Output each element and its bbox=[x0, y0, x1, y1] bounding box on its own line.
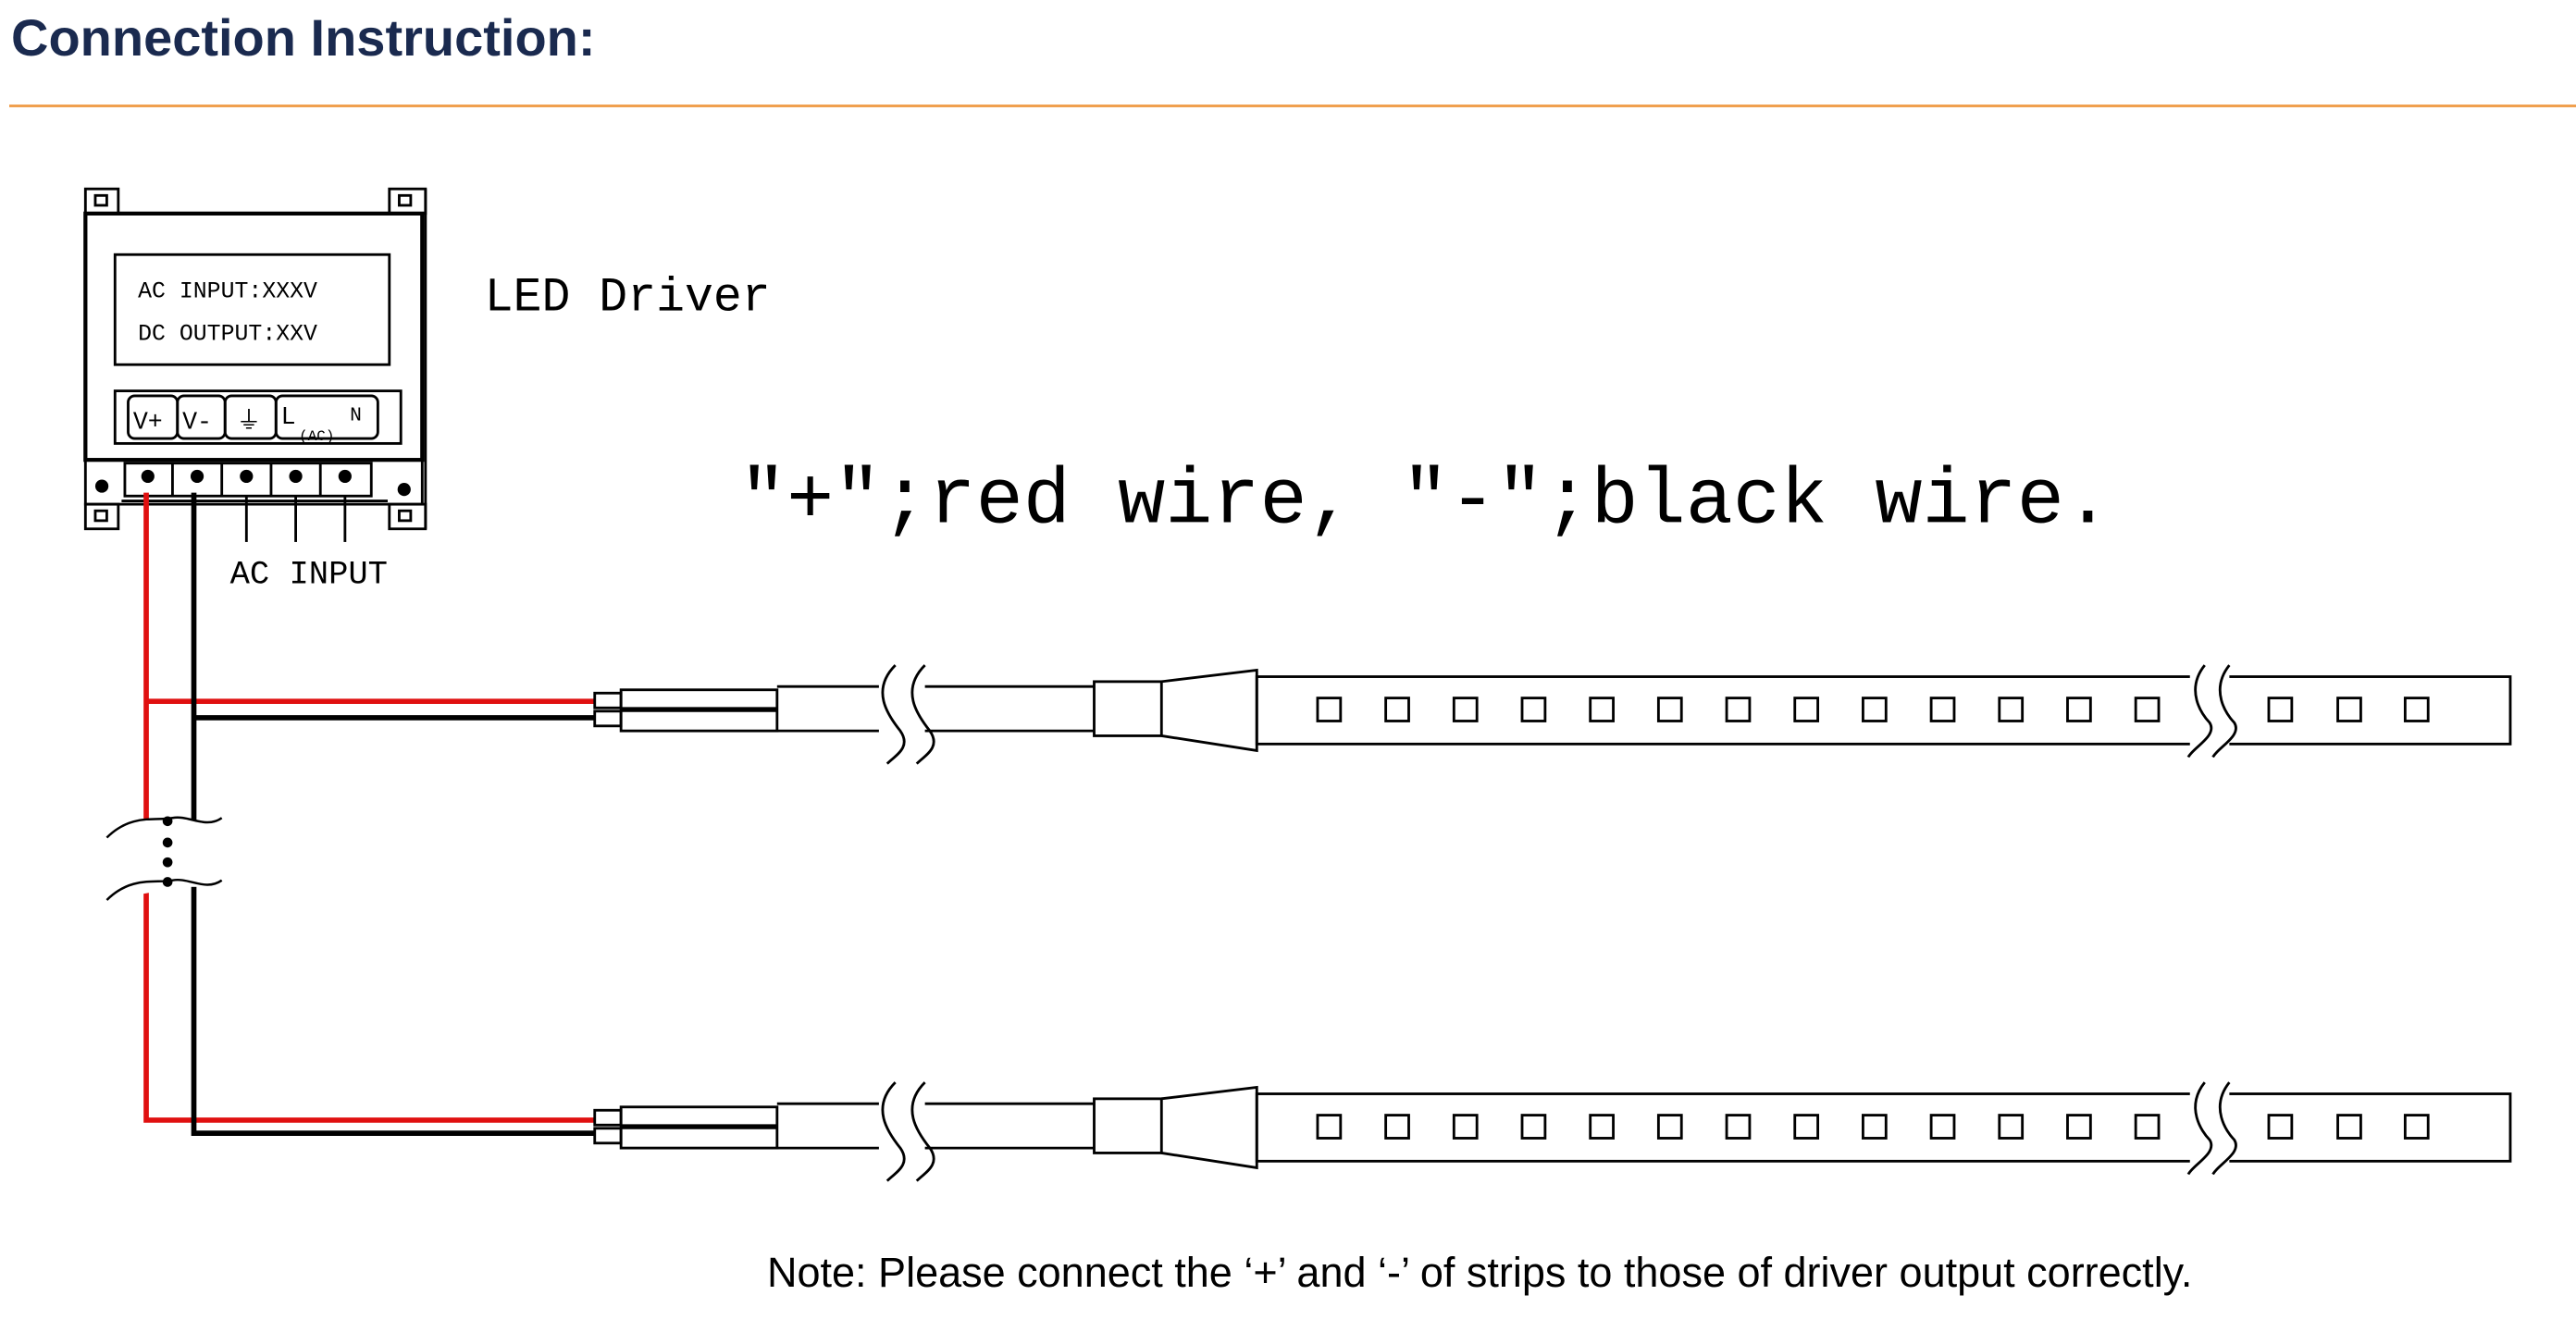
dc-output-rating: DC OUTPUT:XXV bbox=[138, 322, 317, 348]
strip-break-icon bbox=[2186, 1081, 2213, 1176]
led-chip bbox=[1862, 1114, 1888, 1140]
led-driver-label: LED Driver bbox=[485, 272, 771, 326]
wiring-caption: "+";red wire, "-";black wire. bbox=[739, 457, 2112, 547]
led-chip bbox=[2134, 1114, 2161, 1140]
led-chip bbox=[1862, 697, 1888, 722]
led-chip bbox=[1520, 1114, 1547, 1140]
cable-break-icon bbox=[910, 1081, 935, 1182]
led-chip bbox=[2267, 697, 2294, 722]
ground-icon: ⏚ bbox=[237, 408, 262, 436]
led-chip bbox=[1725, 1114, 1752, 1140]
led-chip bbox=[2336, 697, 2362, 722]
negative-wire bbox=[191, 492, 595, 1136]
led-chip bbox=[1589, 1114, 1615, 1140]
strip-break-icon bbox=[2211, 1081, 2237, 1176]
strip-break-icon bbox=[2186, 664, 2213, 758]
led-chip bbox=[2134, 697, 2161, 722]
led-chip bbox=[1520, 697, 1547, 722]
led-chip bbox=[1725, 697, 1752, 722]
led-chip bbox=[1589, 697, 1615, 722]
led-chip bbox=[1452, 1114, 1479, 1140]
led-strip-2 bbox=[593, 1081, 2512, 1182]
positive-tube bbox=[593, 691, 623, 709]
wire-break-icon bbox=[105, 816, 223, 901]
ac-input-label: AC INPUT bbox=[230, 555, 388, 593]
led-chip bbox=[1998, 1114, 2025, 1140]
terminal-v-plus: V+ bbox=[133, 408, 163, 436]
led-chip bbox=[1929, 1114, 1956, 1140]
terminal-n: N bbox=[350, 405, 362, 427]
led-chip bbox=[2403, 1114, 2430, 1140]
strip-break-icon bbox=[2211, 664, 2237, 758]
led-chip bbox=[1998, 697, 2025, 722]
led-chip bbox=[1384, 1114, 1410, 1140]
led-chip bbox=[1929, 697, 1956, 722]
connection-note: Note: Please connect the ‘+’ and ‘-’ of … bbox=[767, 1249, 2193, 1296]
led-strip-1 bbox=[593, 664, 2512, 765]
connector bbox=[1093, 680, 1163, 737]
led-chip bbox=[1316, 697, 1343, 722]
connector-taper bbox=[1161, 1085, 1258, 1170]
cable-break-icon bbox=[910, 664, 935, 765]
led-chip bbox=[1316, 1114, 1343, 1140]
strip-body bbox=[1255, 1092, 2512, 1163]
led-chip bbox=[2267, 1114, 2294, 1140]
terminal-v-minus: V- bbox=[182, 408, 212, 436]
led-chip bbox=[2066, 1114, 2092, 1140]
positive-tube bbox=[593, 1108, 623, 1127]
positive-wire bbox=[143, 492, 595, 1123]
page-title: Connection Instruction: bbox=[11, 8, 596, 67]
strip-body bbox=[1255, 675, 2512, 746]
led-chip bbox=[2066, 697, 2092, 722]
led-chip bbox=[1452, 697, 1479, 722]
led-chip bbox=[2336, 1114, 2362, 1140]
led-chip bbox=[1793, 697, 1820, 722]
connector-taper bbox=[1161, 668, 1258, 753]
terminal-ac: (AC) bbox=[299, 428, 334, 445]
led-chip bbox=[1656, 1114, 1683, 1140]
led-chip bbox=[2403, 697, 2430, 722]
divider bbox=[9, 105, 2576, 107]
led-chip bbox=[1656, 697, 1683, 722]
led-chip bbox=[1793, 1114, 1820, 1140]
led-driver: AC INPUT:XXXV DC OUTPUT:XXV V+ V- ⏚ L (A… bbox=[83, 187, 427, 593]
connector bbox=[1093, 1097, 1163, 1154]
negative-tube bbox=[593, 1127, 623, 1145]
cable-break-icon bbox=[881, 664, 906, 765]
terminal-l: L bbox=[281, 403, 296, 431]
negative-tube bbox=[593, 709, 623, 728]
cable-break-icon bbox=[881, 1081, 906, 1182]
ac-input-rating: AC INPUT:XXXV bbox=[138, 278, 317, 304]
led-chip bbox=[1384, 697, 1410, 722]
